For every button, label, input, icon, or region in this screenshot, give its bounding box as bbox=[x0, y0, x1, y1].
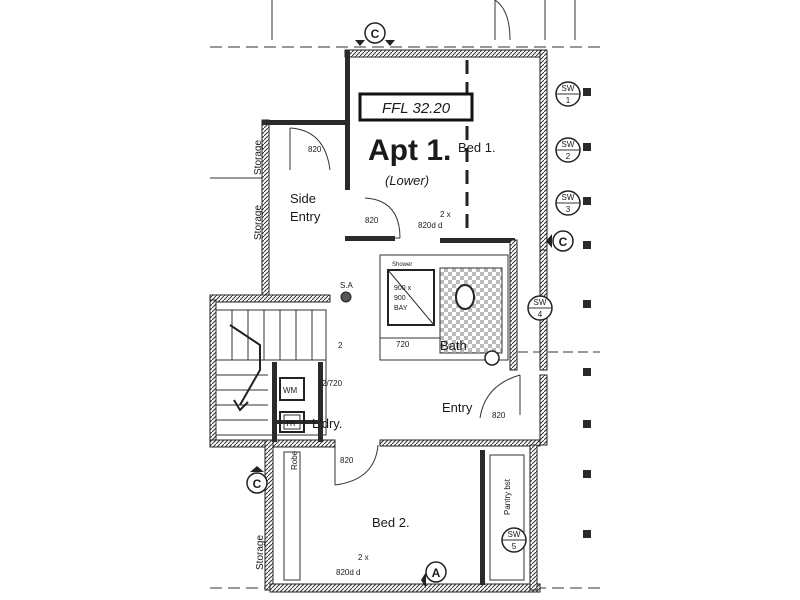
window-tag-sw1: SW 1 bbox=[555, 81, 581, 107]
storage-bottom-label: Storage bbox=[255, 535, 266, 570]
robe-label: Robe bbox=[290, 450, 299, 470]
smoke-alarm-label: S.A bbox=[340, 281, 354, 290]
grid-marker-c-top: C bbox=[355, 22, 395, 46]
smoke-alarm-icon bbox=[340, 291, 352, 303]
door-820-bed1: 820 bbox=[365, 216, 379, 225]
grid-c-right-text: C bbox=[559, 235, 568, 249]
sw2-num: 2 bbox=[566, 152, 571, 161]
sw5-num: 5 bbox=[512, 542, 517, 551]
apt-subtitle: (Lower) bbox=[385, 173, 429, 188]
bath-label: Bath bbox=[440, 338, 467, 353]
bed1-wardrobe-note-2: 820d d bbox=[418, 221, 442, 230]
laundry-label: L'dry. bbox=[312, 416, 342, 431]
staircase bbox=[215, 309, 327, 436]
bed1-label: Bed 1. bbox=[458, 140, 496, 155]
door-2-720-laundry: 2/720 bbox=[322, 379, 343, 388]
ffl-label: FFL 32.20 bbox=[382, 100, 451, 117]
grid-marker-c-left: C bbox=[246, 466, 268, 494]
tub-label: TR bbox=[285, 419, 296, 428]
bed2-wardrobe-note-1: 2 x bbox=[358, 553, 369, 562]
sw3-num: 3 bbox=[566, 205, 571, 214]
pantry-outline bbox=[489, 454, 525, 581]
washing-machine-label: WM bbox=[283, 386, 298, 395]
window-tag-sw3: SW 3 bbox=[555, 190, 581, 216]
ffl-box bbox=[358, 92, 474, 122]
grid-marker-a-bottom: A bbox=[421, 561, 447, 588]
storage-top-label: Storage bbox=[253, 140, 264, 175]
walls bbox=[209, 49, 548, 593]
door-820-entry: 820 bbox=[492, 411, 506, 420]
sw5-top: SW bbox=[508, 530, 521, 539]
bathroom bbox=[379, 254, 509, 366]
storage-left-label: Storage bbox=[253, 205, 264, 240]
bed2-label: Bed 2. bbox=[372, 515, 410, 530]
laundry-fixtures bbox=[279, 377, 305, 433]
robe-outline bbox=[283, 451, 301, 581]
column-markers bbox=[583, 88, 591, 538]
entry-label: Entry bbox=[442, 400, 473, 415]
doors bbox=[289, 127, 521, 486]
sw1-top: SW bbox=[562, 84, 575, 93]
window-tag-sw5: SW 5 bbox=[501, 527, 527, 553]
door-820-side: 820 bbox=[308, 145, 322, 154]
bed1-wardrobe-note-1: 2 x bbox=[440, 210, 451, 219]
apt-title: Apt 1. bbox=[368, 134, 451, 167]
shower-label-2: 900 x bbox=[394, 285, 412, 292]
grid-a-bottom-text: A bbox=[432, 566, 441, 580]
pantry-label: Pantry bst bbox=[503, 478, 512, 515]
shower-label-4: BAY bbox=[394, 305, 408, 312]
side-entry-label-1: Side bbox=[290, 191, 316, 206]
bed2-wardrobe-note-2: 820d d bbox=[336, 568, 360, 577]
shower-label-1: Shower bbox=[392, 262, 412, 268]
door-820-bed2: 820 bbox=[340, 456, 354, 465]
sw3-top: SW bbox=[562, 193, 575, 202]
shower-label-3: 900 bbox=[394, 295, 406, 302]
side-entry-label-2: Entry bbox=[290, 209, 321, 224]
grid-c-left-text: C bbox=[253, 477, 262, 491]
window-tag-sw2: SW 2 bbox=[555, 137, 581, 163]
grid-c-top-text: C bbox=[371, 27, 380, 41]
stair-step-number: 2 bbox=[338, 341, 343, 350]
sw2-top: SW bbox=[562, 140, 575, 149]
window-tag-sw4: SW 4 bbox=[527, 295, 553, 321]
sw4-top: SW bbox=[534, 298, 547, 307]
grid-marker-c-right: C bbox=[546, 230, 574, 252]
door-720-bath: 720 bbox=[396, 340, 410, 349]
sw1-num: 1 bbox=[566, 96, 571, 105]
sw4-num: 4 bbox=[538, 310, 543, 319]
